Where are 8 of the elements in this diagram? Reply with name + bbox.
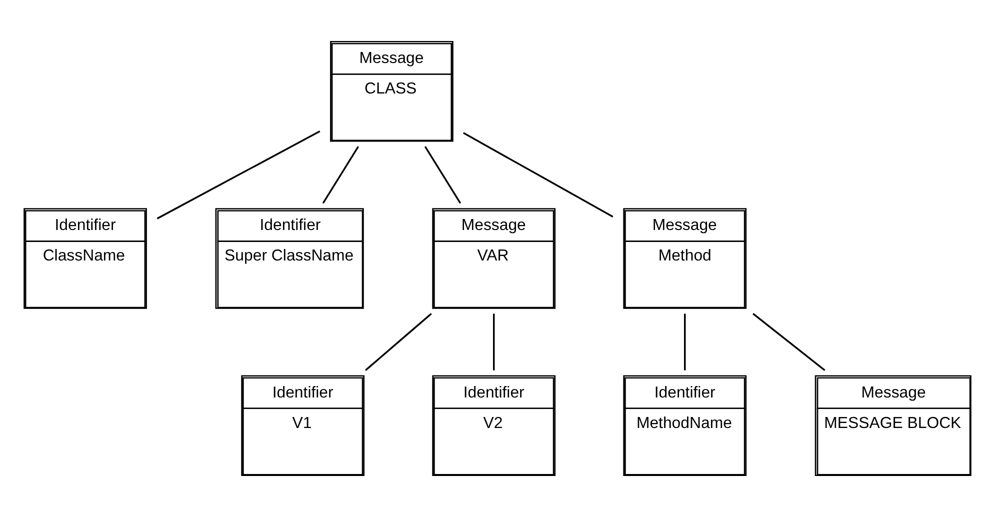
connector — [364, 312, 432, 370]
connector — [492, 313, 495, 370]
connector — [463, 132, 614, 218]
connector — [752, 312, 826, 371]
connector — [322, 146, 359, 204]
connector — [684, 313, 686, 370]
connector — [156, 130, 320, 219]
connector — [424, 146, 462, 204]
